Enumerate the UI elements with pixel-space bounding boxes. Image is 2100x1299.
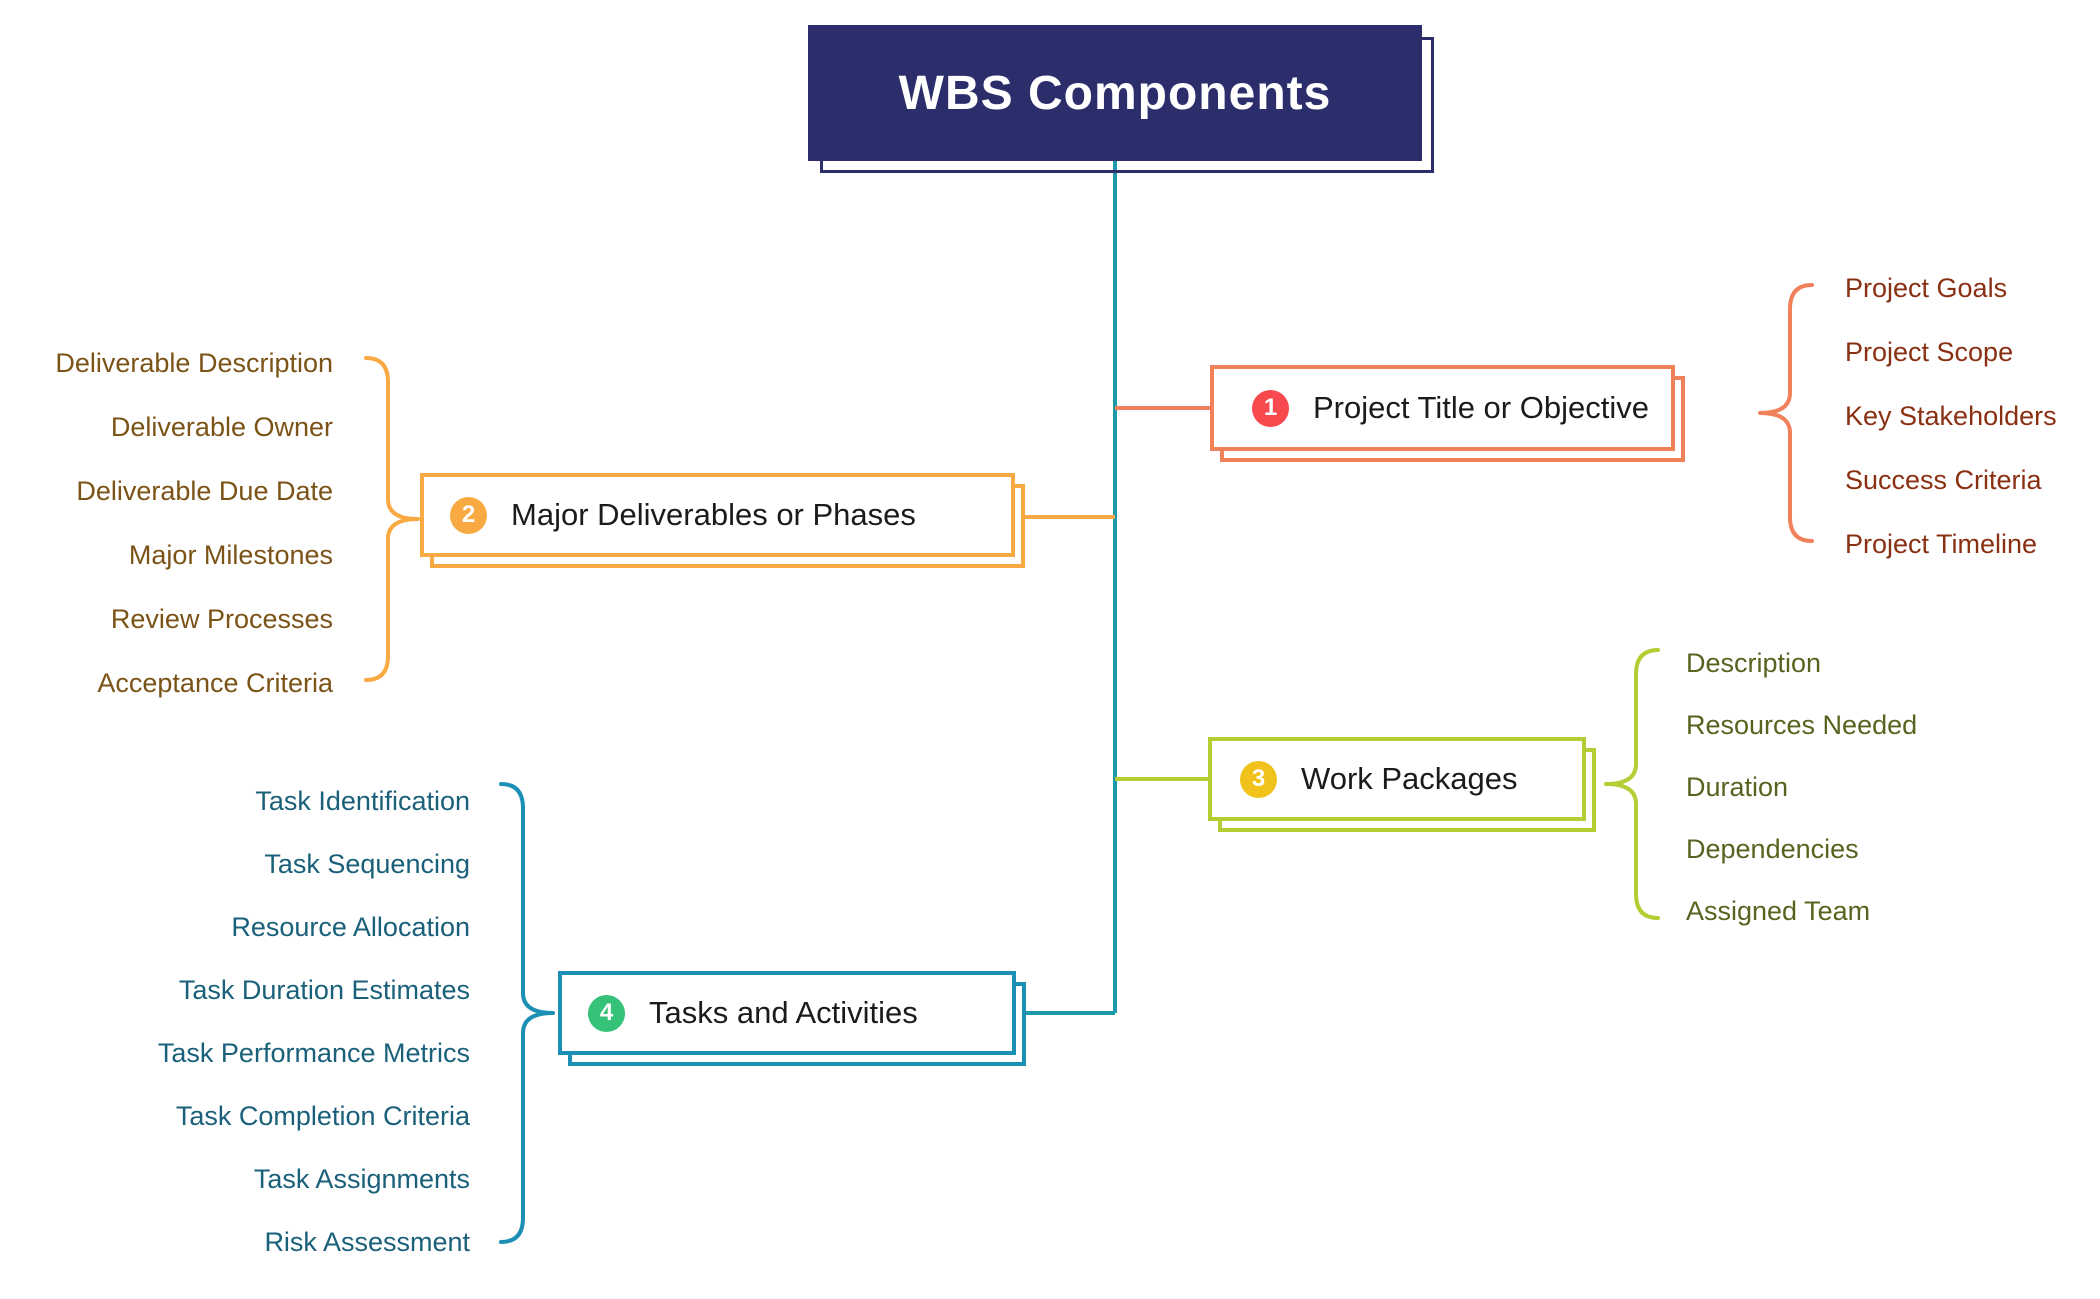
- branch-3-items: Description Resources Needed Duration De…: [1686, 632, 2016, 942]
- branch-1-items: Project Goals Project Scope Key Stakehol…: [1845, 256, 2100, 576]
- leaf-task-performance-metrics: Task Performance Metrics: [157, 1038, 470, 1068]
- leaf-acceptance-criteria: Acceptance Criteria: [97, 667, 333, 698]
- leaf-project-timeline: Project Timeline: [1845, 528, 2038, 559]
- leaf-resources-needed: Resources Needed: [1686, 709, 1918, 740]
- root-node: WBS Components: [808, 25, 1434, 173]
- branch-4-items: Task Identification Task Sequencing Reso…: [100, 770, 470, 1274]
- leaf-project-goals: Project Goals: [1845, 272, 2008, 303]
- brace-branch-3: [1604, 648, 1660, 920]
- branch-node-1-box: 1 Project Title or Objective: [1210, 365, 1675, 451]
- leaf-task-sequencing: Task Sequencing: [264, 849, 470, 879]
- leaf-deliverable-description: Deliverable Description: [55, 347, 333, 378]
- branch-node-3: 3 Work Packages: [1208, 737, 1596, 832]
- brace-branch-4: [499, 782, 555, 1244]
- leaf-assigned-team: Assigned Team: [1686, 895, 1871, 926]
- connector-branch-4: [1024, 1011, 1115, 1015]
- leaf-success-criteria: Success Criteria: [1845, 464, 2042, 495]
- center-trunk-line: [1113, 160, 1117, 1013]
- leaf-task-completion-criteria: Task Completion Criteria: [175, 1101, 470, 1131]
- connector-branch-2: [1023, 515, 1115, 519]
- branch-node-2-box: 2 Major Deliverables or Phases: [420, 473, 1015, 557]
- leaf-risk-assessment: Risk Assessment: [264, 1227, 470, 1257]
- branch-node-4: 4 Tasks and Activities: [558, 971, 1026, 1066]
- leaf-description: Description: [1686, 647, 1822, 678]
- branch-node-3-box: 3 Work Packages: [1208, 737, 1586, 821]
- leaf-key-stakeholders: Key Stakeholders: [1845, 400, 2057, 431]
- leaf-duration: Duration: [1686, 771, 1789, 802]
- leaf-task-identification: Task Identification: [255, 786, 470, 816]
- branch-4-label: Tasks and Activities: [649, 995, 918, 1030]
- leaf-review-processes: Review Processes: [110, 603, 333, 634]
- branch-2-label: Major Deliverables or Phases: [511, 497, 916, 532]
- leaf-deliverable-owner: Deliverable Owner: [110, 411, 333, 442]
- branch-1-label: Project Title or Objective: [1313, 390, 1649, 425]
- branch-node-1: 1 Project Title or Objective: [1210, 365, 1685, 462]
- brace-branch-1: [1758, 283, 1814, 543]
- leaf-project-scope: Project Scope: [1845, 336, 2014, 367]
- branch-node-2: 2 Major Deliverables or Phases: [420, 473, 1025, 568]
- leaf-major-milestones: Major Milestones: [128, 539, 333, 570]
- connector-branch-3: [1115, 777, 1210, 781]
- leaf-task-duration-estimates: Task Duration Estimates: [178, 975, 470, 1005]
- branch-2-number-badge: 2: [450, 496, 487, 534]
- brace-branch-2: [364, 356, 420, 682]
- branch-3-label: Work Packages: [1301, 761, 1518, 796]
- branch-4-number-badge: 4: [588, 994, 625, 1032]
- root-node-box: WBS Components: [808, 25, 1422, 161]
- leaf-resource-allocation: Resource Allocation: [231, 912, 470, 942]
- branch-3-number-badge: 3: [1240, 760, 1277, 798]
- connector-branch-1: [1115, 406, 1212, 410]
- diagram-title: WBS Components: [898, 66, 1332, 120]
- leaf-task-assignments: Task Assignments: [253, 1164, 470, 1194]
- leaf-dependencies: Dependencies: [1686, 833, 1859, 864]
- branch-1-number-badge: 1: [1252, 389, 1289, 427]
- branch-node-4-box: 4 Tasks and Activities: [558, 971, 1016, 1055]
- leaf-deliverable-due-date: Deliverable Due Date: [76, 475, 333, 506]
- branch-2-items: Deliverable Description Deliverable Owne…: [30, 331, 333, 715]
